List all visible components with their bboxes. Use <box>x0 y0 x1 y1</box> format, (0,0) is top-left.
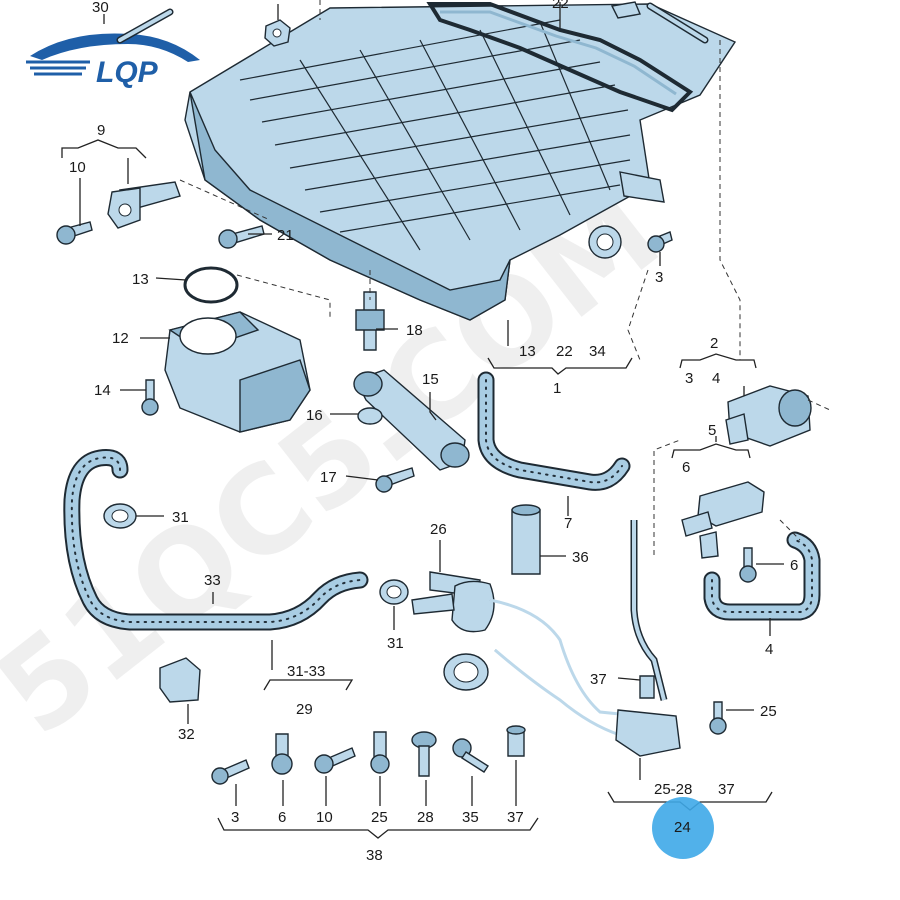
sensor-9 <box>107 181 181 229</box>
callout-25: 25 <box>760 703 777 720</box>
callout-2: 2 <box>710 335 718 352</box>
fastener-37-bottom <box>506 725 526 757</box>
callout-4-right: 4 <box>765 641 773 658</box>
highlight-marker <box>652 797 714 859</box>
bolt-3-bottom <box>211 759 250 785</box>
fastener-37 <box>639 675 655 699</box>
bolt-28-bottom <box>411 731 437 777</box>
callout-37: 37 <box>590 671 607 688</box>
valve-26 <box>411 571 641 737</box>
callout-31-upper: 31 <box>172 509 189 526</box>
bracket-15 <box>353 369 470 471</box>
throttle-body-12 <box>164 311 311 433</box>
bolt-3-right <box>647 231 673 253</box>
nut-icon <box>264 19 291 47</box>
clip-32 <box>159 657 201 703</box>
callout-4: 4 <box>712 370 720 387</box>
bolt-25 <box>709 701 727 735</box>
callout-15: 15 <box>422 371 439 388</box>
dashed-guides <box>179 0 831 555</box>
bottom-6: 6 <box>278 809 286 826</box>
callout-33: 33 <box>204 572 221 589</box>
callout-18: 18 <box>406 322 423 339</box>
fastener-row <box>211 725 526 785</box>
bolt-6 <box>739 547 757 583</box>
bolt-14 <box>141 379 159 416</box>
bottom-28: 28 <box>417 809 434 826</box>
callout-26: 26 <box>430 521 447 538</box>
bolt-25-bottom <box>370 731 390 774</box>
callout-22-top: 22 <box>552 0 569 12</box>
pipe-24 <box>615 520 681 757</box>
clamp-31-lower <box>379 579 409 605</box>
bushing-16 <box>357 407 383 425</box>
bottom-3: 3 <box>231 809 239 826</box>
callout-6: 6 <box>682 459 690 476</box>
callout-labels: 30 22 9 10 21 13 12 14 3 18 15 16 17 31 … <box>69 0 798 864</box>
callout-36: 36 <box>572 549 589 566</box>
callout-5: 5 <box>708 422 716 439</box>
bottom-10: 10 <box>316 809 333 826</box>
bolt-10-bottom <box>314 747 356 774</box>
callout-14: 14 <box>94 382 111 399</box>
callout-6-right: 6 <box>790 557 798 574</box>
bottom-35: 35 <box>462 809 479 826</box>
bolt-17 <box>375 467 415 493</box>
sleeve-36 <box>511 504 541 575</box>
callout-24: 24 <box>674 819 691 836</box>
group-34: 34 <box>589 343 606 360</box>
hose-4 <box>703 531 821 621</box>
callout-30: 30 <box>92 0 109 16</box>
bottom-37: 37 <box>507 809 524 826</box>
brand-logo: LQP <box>26 33 200 89</box>
callout-12: 12 <box>112 330 129 347</box>
valve-5 <box>681 481 765 559</box>
bottom-25: 25 <box>371 809 388 826</box>
seal-strips <box>116 1 709 44</box>
callout-31-33: 31-33 <box>287 663 325 680</box>
callout-9: 9 <box>97 122 105 139</box>
callout-7: 7 <box>564 515 572 532</box>
callout-16: 16 <box>306 407 323 424</box>
bolt-6-bottom <box>271 733 293 775</box>
sensor-2 <box>725 385 812 447</box>
bottom-38: 38 <box>366 847 383 864</box>
callout-32: 32 <box>178 726 195 743</box>
callout-3: 3 <box>685 370 693 387</box>
bolt-10 <box>56 221 93 245</box>
callout-13-left: 13 <box>132 271 149 288</box>
o-ring-13 <box>183 266 239 304</box>
gasket-22 <box>426 2 694 113</box>
hose-7 <box>477 371 631 491</box>
group-22: 22 <box>556 343 573 360</box>
logo-text: LQP <box>96 56 159 89</box>
callout-17: 17 <box>320 469 337 486</box>
callout-21: 21 <box>277 227 294 244</box>
group-25-28: 25-28 <box>654 781 692 798</box>
group-37: 37 <box>718 781 735 798</box>
clamp-31-upper <box>103 503 137 529</box>
callout-29: 29 <box>296 701 313 718</box>
bolt-21 <box>218 225 265 249</box>
callout-3-right: 3 <box>655 269 663 286</box>
group-1: 1 <box>553 380 561 397</box>
callout-10: 10 <box>69 159 86 176</box>
bolt-35-bottom <box>452 738 489 773</box>
hose-33 <box>63 449 369 631</box>
group-13: 13 <box>519 343 536 360</box>
stud-18 <box>355 291 385 351</box>
callout-31-lower: 31 <box>387 635 404 652</box>
